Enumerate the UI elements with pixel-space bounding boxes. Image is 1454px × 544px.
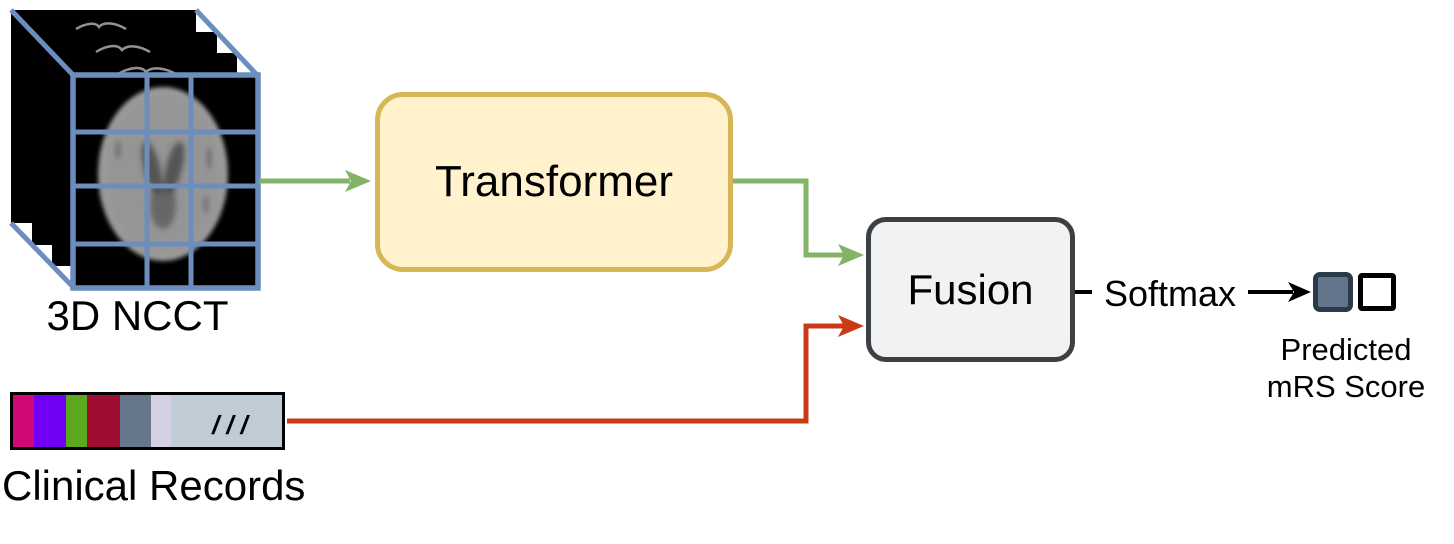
transformer-node: Transformer: [375, 92, 733, 272]
clinical-records-bar: ///: [10, 392, 285, 450]
brain-ct-slice: [98, 87, 228, 261]
fusion-label: Fusion: [907, 265, 1034, 313]
arrow-clinical-to-fusion: [287, 315, 864, 424]
transformer-label: Transformer: [435, 157, 673, 206]
predicted-label-line1: Predicted: [1280, 332, 1412, 367]
slice-skull-arcs: [75, 22, 177, 76]
patch-grid: [70, 72, 261, 291]
predicted-mrs-label: Predicted mRS Score: [1255, 331, 1437, 405]
softmax-label: Softmax: [1103, 273, 1237, 314]
clinical-records-label: Clinical Records: [2, 462, 306, 509]
clinical-feature-segment: [119, 395, 151, 447]
predicted-class-square-empty: [1358, 273, 1396, 311]
ncct-volume-cube: [9, 8, 261, 291]
fusion-node: Fusion: [866, 217, 1075, 362]
arrow-ncct-to-transformer: [259, 170, 371, 192]
predicted-label-line2: mRS Score: [1266, 369, 1426, 404]
clinical-feature-segment: [65, 395, 87, 447]
cube-edges: [9, 8, 260, 290]
arrow-transformer-to-fusion: [733, 178, 864, 266]
clinical-feature-segment: [13, 395, 34, 447]
predicted-class-square-filled: [1313, 272, 1353, 312]
clinical-feature-segment: ///: [170, 395, 282, 447]
clinical-feature-segment: [86, 395, 120, 447]
clinical-feature-segment: [34, 395, 66, 447]
arrow-softmax-to-output: [1248, 282, 1311, 302]
ncct-label: 3D NCCT: [46, 292, 229, 339]
clinical-feature-segment: [150, 395, 171, 447]
